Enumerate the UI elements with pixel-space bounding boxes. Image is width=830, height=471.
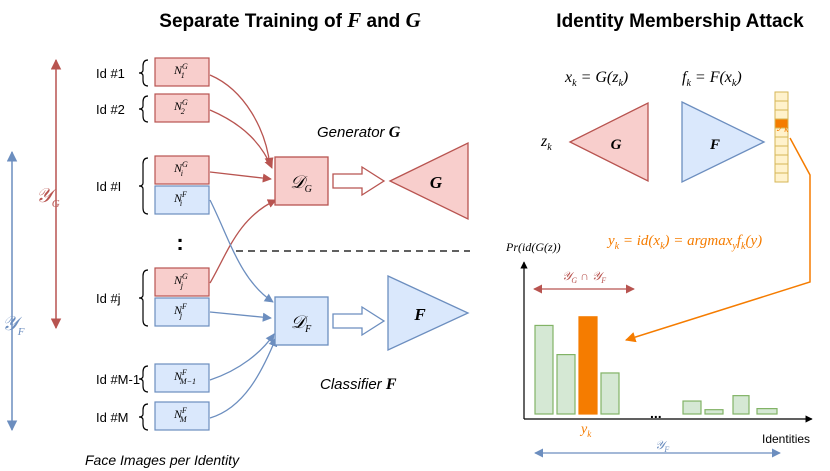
- generator-triangle: G: [388, 141, 469, 221]
- x-axis-label: Identities: [762, 432, 810, 446]
- bar: [732, 395, 750, 415]
- vector-cell: [774, 154, 789, 165]
- generator-image-set: [154, 267, 210, 297]
- red-arrows: [209, 74, 277, 284]
- pr-label: Pr(id(G(z)): [505, 240, 561, 254]
- identity-label: Id #2: [96, 102, 125, 117]
- classifier-image-set: [154, 401, 210, 431]
- vector-cell: [774, 136, 789, 147]
- classifier-image-set: [154, 363, 210, 393]
- yk-label: yk: [776, 117, 789, 134]
- output-vector: [774, 91, 789, 183]
- eq-x: xk = G(zk): [564, 69, 628, 89]
- bar: [556, 354, 576, 415]
- svg-text:F: F: [709, 137, 720, 153]
- eq-f: fk = F(xk): [682, 69, 742, 89]
- identity-label: Id #j: [96, 291, 121, 306]
- attack-generator-triangle: G: [568, 101, 649, 183]
- svg-text:𝒟G: 𝒟G: [290, 172, 312, 195]
- generator-image-set: [154, 155, 210, 185]
- svg-text:F: F: [413, 305, 426, 324]
- vector-cell: [774, 172, 789, 183]
- hollow-arrow-g: [332, 165, 386, 197]
- right-title: Identity Membership Attack: [556, 11, 804, 32]
- svg-text:𝒟F: 𝒟F: [291, 312, 312, 335]
- yf-range-arrow: 𝒴F: [2, 150, 25, 432]
- yf-label: 𝒴F: [2, 313, 25, 338]
- argmax-equation: yk = id(xk) = argmaxyfk(y): [606, 233, 762, 252]
- classifier-triangle: F: [387, 274, 470, 352]
- identity-brace: [138, 403, 149, 431]
- identity-label: Id #1: [96, 66, 125, 81]
- attack-classifier-triangle: F: [681, 100, 766, 184]
- caption: Face Images per Identity: [85, 452, 240, 468]
- classifier-image-set: [154, 185, 210, 215]
- generator-image-set: [154, 57, 210, 87]
- generator-label: Generator G: [317, 124, 401, 141]
- bottom-yf-label: 𝒴F: [655, 438, 669, 454]
- overlap-label: 𝒴G ∩ 𝒴F: [562, 269, 606, 285]
- hollow-arrow-f: [332, 305, 386, 337]
- bar-highlight-label: yk: [579, 422, 592, 439]
- identity-brace: [138, 95, 149, 123]
- identity-label: Id #M-1: [96, 372, 140, 387]
- classifier-image-set: [154, 297, 210, 327]
- vector-cell: [774, 100, 789, 111]
- vector-cell: [774, 91, 789, 102]
- left-title: Separate Training of F and G: [159, 8, 420, 32]
- yg-range-arrow: 𝒴G: [36, 58, 62, 330]
- blue-arrows: [209, 199, 278, 419]
- bar: [682, 400, 702, 415]
- identity-ellipsis: :: [176, 230, 183, 255]
- identity-brace: [138, 157, 149, 215]
- bar: [600, 372, 620, 415]
- generator-image-set: [154, 93, 210, 123]
- vector-cell: [774, 163, 789, 174]
- svg-text:G: G: [430, 173, 443, 192]
- identity-brace: [138, 365, 149, 393]
- bar: [756, 408, 778, 415]
- identity-label: Id #I: [96, 179, 121, 194]
- identity-brace: [138, 59, 149, 87]
- classifier-label: Classifier F: [320, 376, 397, 393]
- bar-highlight: [578, 316, 598, 415]
- bar: [534, 324, 554, 415]
- vector-cell: [774, 145, 789, 156]
- bar-chart: [534, 316, 778, 415]
- bar-ellipsis: ...: [650, 405, 662, 421]
- svg-text:G: G: [611, 137, 622, 153]
- discriminator-g: 𝒟G: [274, 156, 329, 206]
- identity-label: Id #M: [96, 410, 129, 425]
- z-label: zk: [540, 133, 552, 153]
- bar: [704, 409, 724, 415]
- discriminator-f: 𝒟F: [274, 296, 329, 346]
- identity-brace: [138, 269, 149, 327]
- orange-connector: [624, 137, 811, 343]
